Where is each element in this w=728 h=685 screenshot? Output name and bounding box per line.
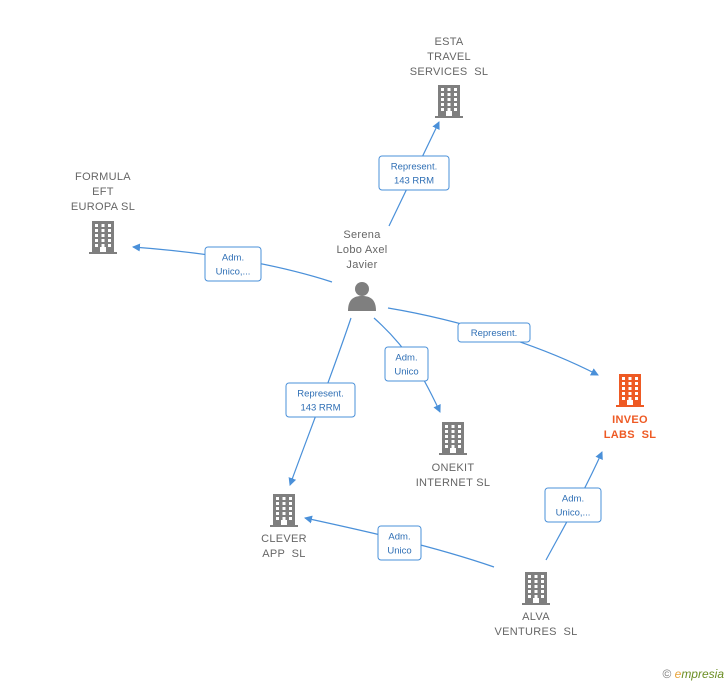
watermark: © empresia xyxy=(662,667,724,681)
building-icon xyxy=(616,374,644,407)
edge-label-box[interactable] xyxy=(384,346,429,382)
brand-logo-rest: mpresia xyxy=(681,667,724,681)
edge-label-text: Represent. xyxy=(297,389,343,400)
node-label-line: LABS SL xyxy=(604,429,657,441)
edges-layer: Represent. 143 RRM Adm. Unico,... Represent.… xyxy=(132,121,603,568)
edge-label-box[interactable] xyxy=(457,322,531,343)
edge-label-text: 143 RRM xyxy=(300,403,340,414)
edge-label-text: Unico,... xyxy=(216,267,251,278)
edge-label-text: Unico,... xyxy=(556,508,591,519)
building-icon xyxy=(89,221,117,254)
building-icon xyxy=(522,572,550,605)
building-icon xyxy=(435,85,463,118)
node-label-line: FORMULA xyxy=(75,171,131,183)
node-alva[interactable]: ALVA VENTURES SL xyxy=(494,572,577,638)
node-label-line: TRAVEL xyxy=(427,51,471,63)
edge-person-inveo: Represent. xyxy=(387,307,599,376)
node-label-line: CLEVER xyxy=(261,533,307,545)
node-label-line: SERVICES SL xyxy=(410,66,489,78)
edge-label-box[interactable] xyxy=(204,246,262,282)
node-inveo[interactable]: INVEO LABS SL xyxy=(604,374,657,441)
building-icon xyxy=(439,422,467,455)
node-label-line: VENTURES SL xyxy=(494,626,577,638)
edge-label-box[interactable] xyxy=(285,382,356,418)
node-label-line: Serena xyxy=(343,229,381,241)
edge-label-box[interactable] xyxy=(378,155,450,191)
node-label-line: Javier xyxy=(346,259,377,271)
node-clever[interactable]: CLEVER APP SL xyxy=(261,494,307,560)
building-icon xyxy=(270,494,298,527)
edge-label-text: Adm. xyxy=(222,253,244,264)
edge-person-formula: Adm. Unico,... xyxy=(132,243,333,283)
node-label-line: EFT xyxy=(92,186,114,198)
person-icon xyxy=(348,282,376,311)
node-esta[interactable]: ESTA TRAVEL SERVICES SL xyxy=(410,36,489,118)
node-label-line: ALVA xyxy=(522,611,550,623)
node-label-line: INVEO xyxy=(612,414,648,426)
node-onekit[interactable]: ONEKIT INTERNET SL xyxy=(416,422,491,489)
copyright-symbol: © xyxy=(662,667,672,681)
node-label-line: Lobo Axel xyxy=(336,244,387,256)
edge-label-text: Unico xyxy=(387,546,411,557)
edge-alva-clever: Adm. Unico xyxy=(304,515,495,568)
edge-person-esta: Represent. 143 RRM xyxy=(378,121,450,227)
node-label-line: ESTA xyxy=(434,36,463,48)
edge-label-text: Adm. xyxy=(388,532,410,543)
edge-label-text: Adm. xyxy=(395,353,417,364)
edge-label-box[interactable] xyxy=(544,487,602,523)
node-label-line: ONEKIT xyxy=(432,462,475,474)
edge-person-clever: Represent. 143 RRM xyxy=(285,317,356,486)
node-formula[interactable]: FORMULA EFT EUROPA SL xyxy=(71,171,135,254)
brand-logo-e: e xyxy=(674,667,682,681)
edge-label-text: Adm. xyxy=(562,494,584,505)
edge-label-text: Unico xyxy=(394,367,418,378)
edge-label-text: Represent. xyxy=(391,162,437,173)
edge-label-text: Represent. xyxy=(471,328,517,339)
node-label-line: INTERNET SL xyxy=(416,477,491,489)
nodes-layer: ESTA TRAVEL SERVICES SL FORMULA EFT EUROPA SL… xyxy=(71,36,656,638)
edge-label-text: 143 RRM xyxy=(394,176,434,187)
edge-label-box[interactable] xyxy=(377,525,422,561)
node-label-line: APP SL xyxy=(262,548,305,560)
edge-person-onekit: Adm. Unico xyxy=(373,317,441,413)
edge-alva-inveo: Adm. Unico,... xyxy=(544,451,603,561)
node-label-line: EUROPA SL xyxy=(71,201,135,213)
